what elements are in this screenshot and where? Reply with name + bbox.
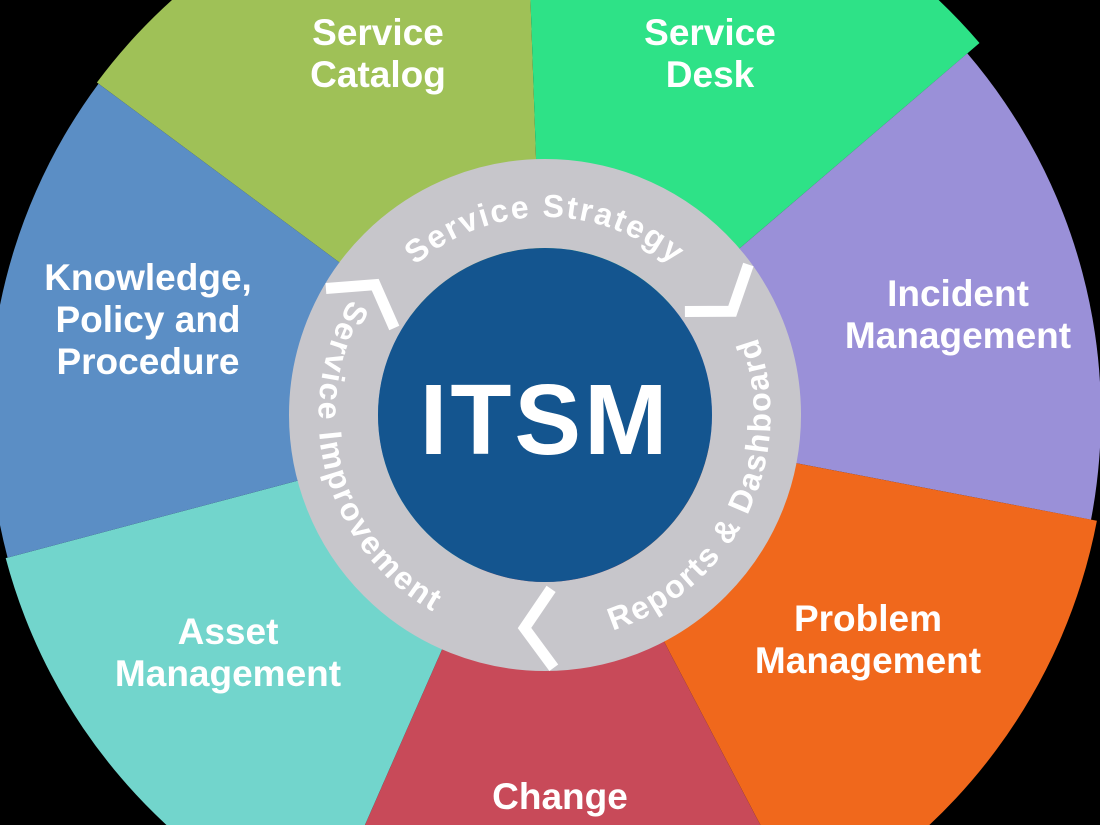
center-label: ITSM — [420, 364, 671, 476]
flow-arrow-icon — [325, 278, 400, 331]
center-circle — [378, 248, 712, 582]
flow-arrow-icon — [684, 262, 754, 317]
process-ring — [289, 159, 801, 671]
segment-label-change-management: ChangeManagement — [447, 776, 673, 825]
flow-arrows-group — [325, 262, 754, 672]
flow-arrow-icon — [517, 585, 559, 672]
